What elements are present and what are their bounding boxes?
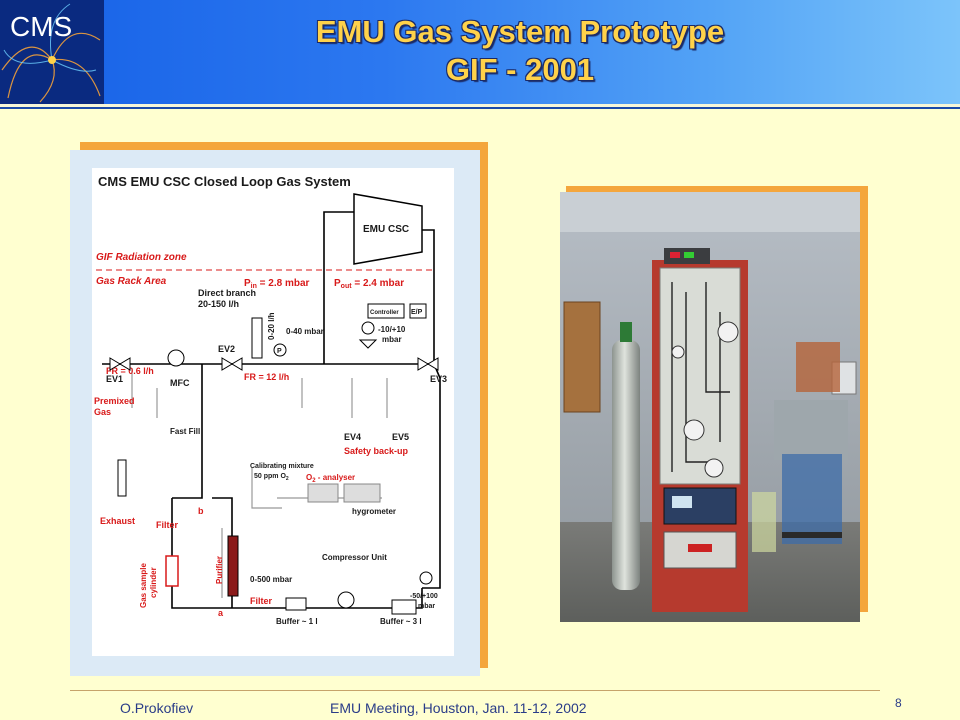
purifier [227,535,239,597]
filter2-label: Filter [250,596,273,606]
gauge-2-range: 0-500 mbar [250,575,292,584]
ev3-label: EV3 [430,374,447,384]
exhaust-bubbler [117,459,127,497]
fr1-label: FR = 0.6 l/h [106,366,154,376]
diagram-title: CMS EMU CSC Closed Loop Gas System [98,174,351,189]
analyser-label: O2 - analyser [306,473,355,484]
main-pipes [102,211,441,609]
filter1-label: Filter [156,520,179,530]
buffer1-label: Buffer ~ 1 l [276,617,318,626]
gauge-3-range: -50/+100 [410,593,438,600]
ctrl-pressure-unit: mbar [382,335,402,344]
buffer2-label: Buffer ~ 3 l [380,617,422,626]
ev4-label: EV4 [344,432,361,442]
cms-logo-icon: CMS [0,0,104,104]
safety-label: Safety back-up [344,446,409,456]
ctrl-pressure-range: -10/+10 [378,325,406,334]
calib-label-1: Calibrating mixture [250,463,314,470]
buffer-1 [285,597,307,611]
footer-author: O.Prokofiev [120,700,194,716]
exhaust-label: Exhaust [100,516,135,526]
gas-system-schematic: CMS EMU CSC Closed Loop Gas System EMU C… [94,174,447,626]
ep-label: E/P [411,309,423,316]
direct-branch-label: Direct branch [198,288,256,298]
header-divider-shadow [0,107,960,109]
premixed-label: Premixed [94,396,135,406]
gas-rack-photo [560,192,860,622]
emu-csc-chamber [353,193,423,265]
fast-fill-label: Fast Fill [170,427,200,436]
header-divider [0,104,960,107]
flowmeter-range: 0-20 l/h [267,312,276,340]
p-out-label: Pout = 2.4 mbar [334,278,404,290]
label-a: a [218,608,224,618]
slide-title-line1: EMU Gas System Prototype [315,14,725,49]
p-in-label: Pin = 2.8 mbar [244,278,310,290]
mfc-symbol [167,349,185,367]
footer-divider [70,690,880,691]
hygrometer-label: hygrometer [352,507,396,516]
gas-sample-cylinder [165,555,179,587]
gauge-1-range: 0-40 mbar [286,327,324,336]
chamber-label: EMU CSC [363,224,409,235]
zone-radiation-label: GIF Radiation zone [96,252,187,263]
flowmeter [251,317,263,359]
buffer-2 [391,599,417,615]
slide-title-line2: GIF - 2001 [445,52,595,87]
ep-box [409,303,427,319]
compressor-pump [337,591,355,609]
fr2-label: FR = 12 l/h [244,372,289,382]
page-number: 8 [895,696,902,710]
controller-box [367,303,405,319]
direct-flow-label: 20-150 l/h [198,299,239,309]
pressure-gauge-1 [273,343,287,357]
controller-label: Controller [370,310,399,316]
pressure-gauge-ctrl [361,321,375,335]
compressor-label: Compressor Unit [322,553,387,562]
ctrl-filter [358,339,378,349]
cms-logo: CMS [0,0,104,104]
label-b: b [198,506,204,516]
gas-system-diagram: CMS EMU CSC Closed Loop Gas System EMU C… [92,168,454,656]
ev1-label: EV1 [106,374,123,384]
header-band [0,0,960,104]
gas-sample-label-1: Gas sample [139,563,148,608]
calib-label-2: 50 ppm O2 [254,473,289,482]
footer-event: EMU Meeting, Houston, Jan. 11-12, 2002 [330,700,587,716]
ev5-label: EV5 [392,432,409,442]
zone-rack-label: Gas Rack Area [96,276,167,287]
pressure-gauge-3 [419,571,433,585]
ev2-label: EV2 [218,344,235,354]
gauge-p-symbol: P [277,348,282,355]
purifier-label: Purifier [215,556,224,584]
ev3-valve [417,357,439,371]
gas-sample-label-2: cylinder [149,567,158,598]
hygrometer-box [343,483,381,503]
gas-rack-photo-image [560,192,860,622]
ev2-valve [221,357,243,371]
ev1-valve [109,357,131,371]
analyser-box [307,483,339,503]
cms-logo-text: CMS [10,11,72,42]
mfc-label: MFC [170,378,190,388]
gas-label: Gas [94,407,111,417]
gauge-3-unit: mbar [418,603,435,610]
